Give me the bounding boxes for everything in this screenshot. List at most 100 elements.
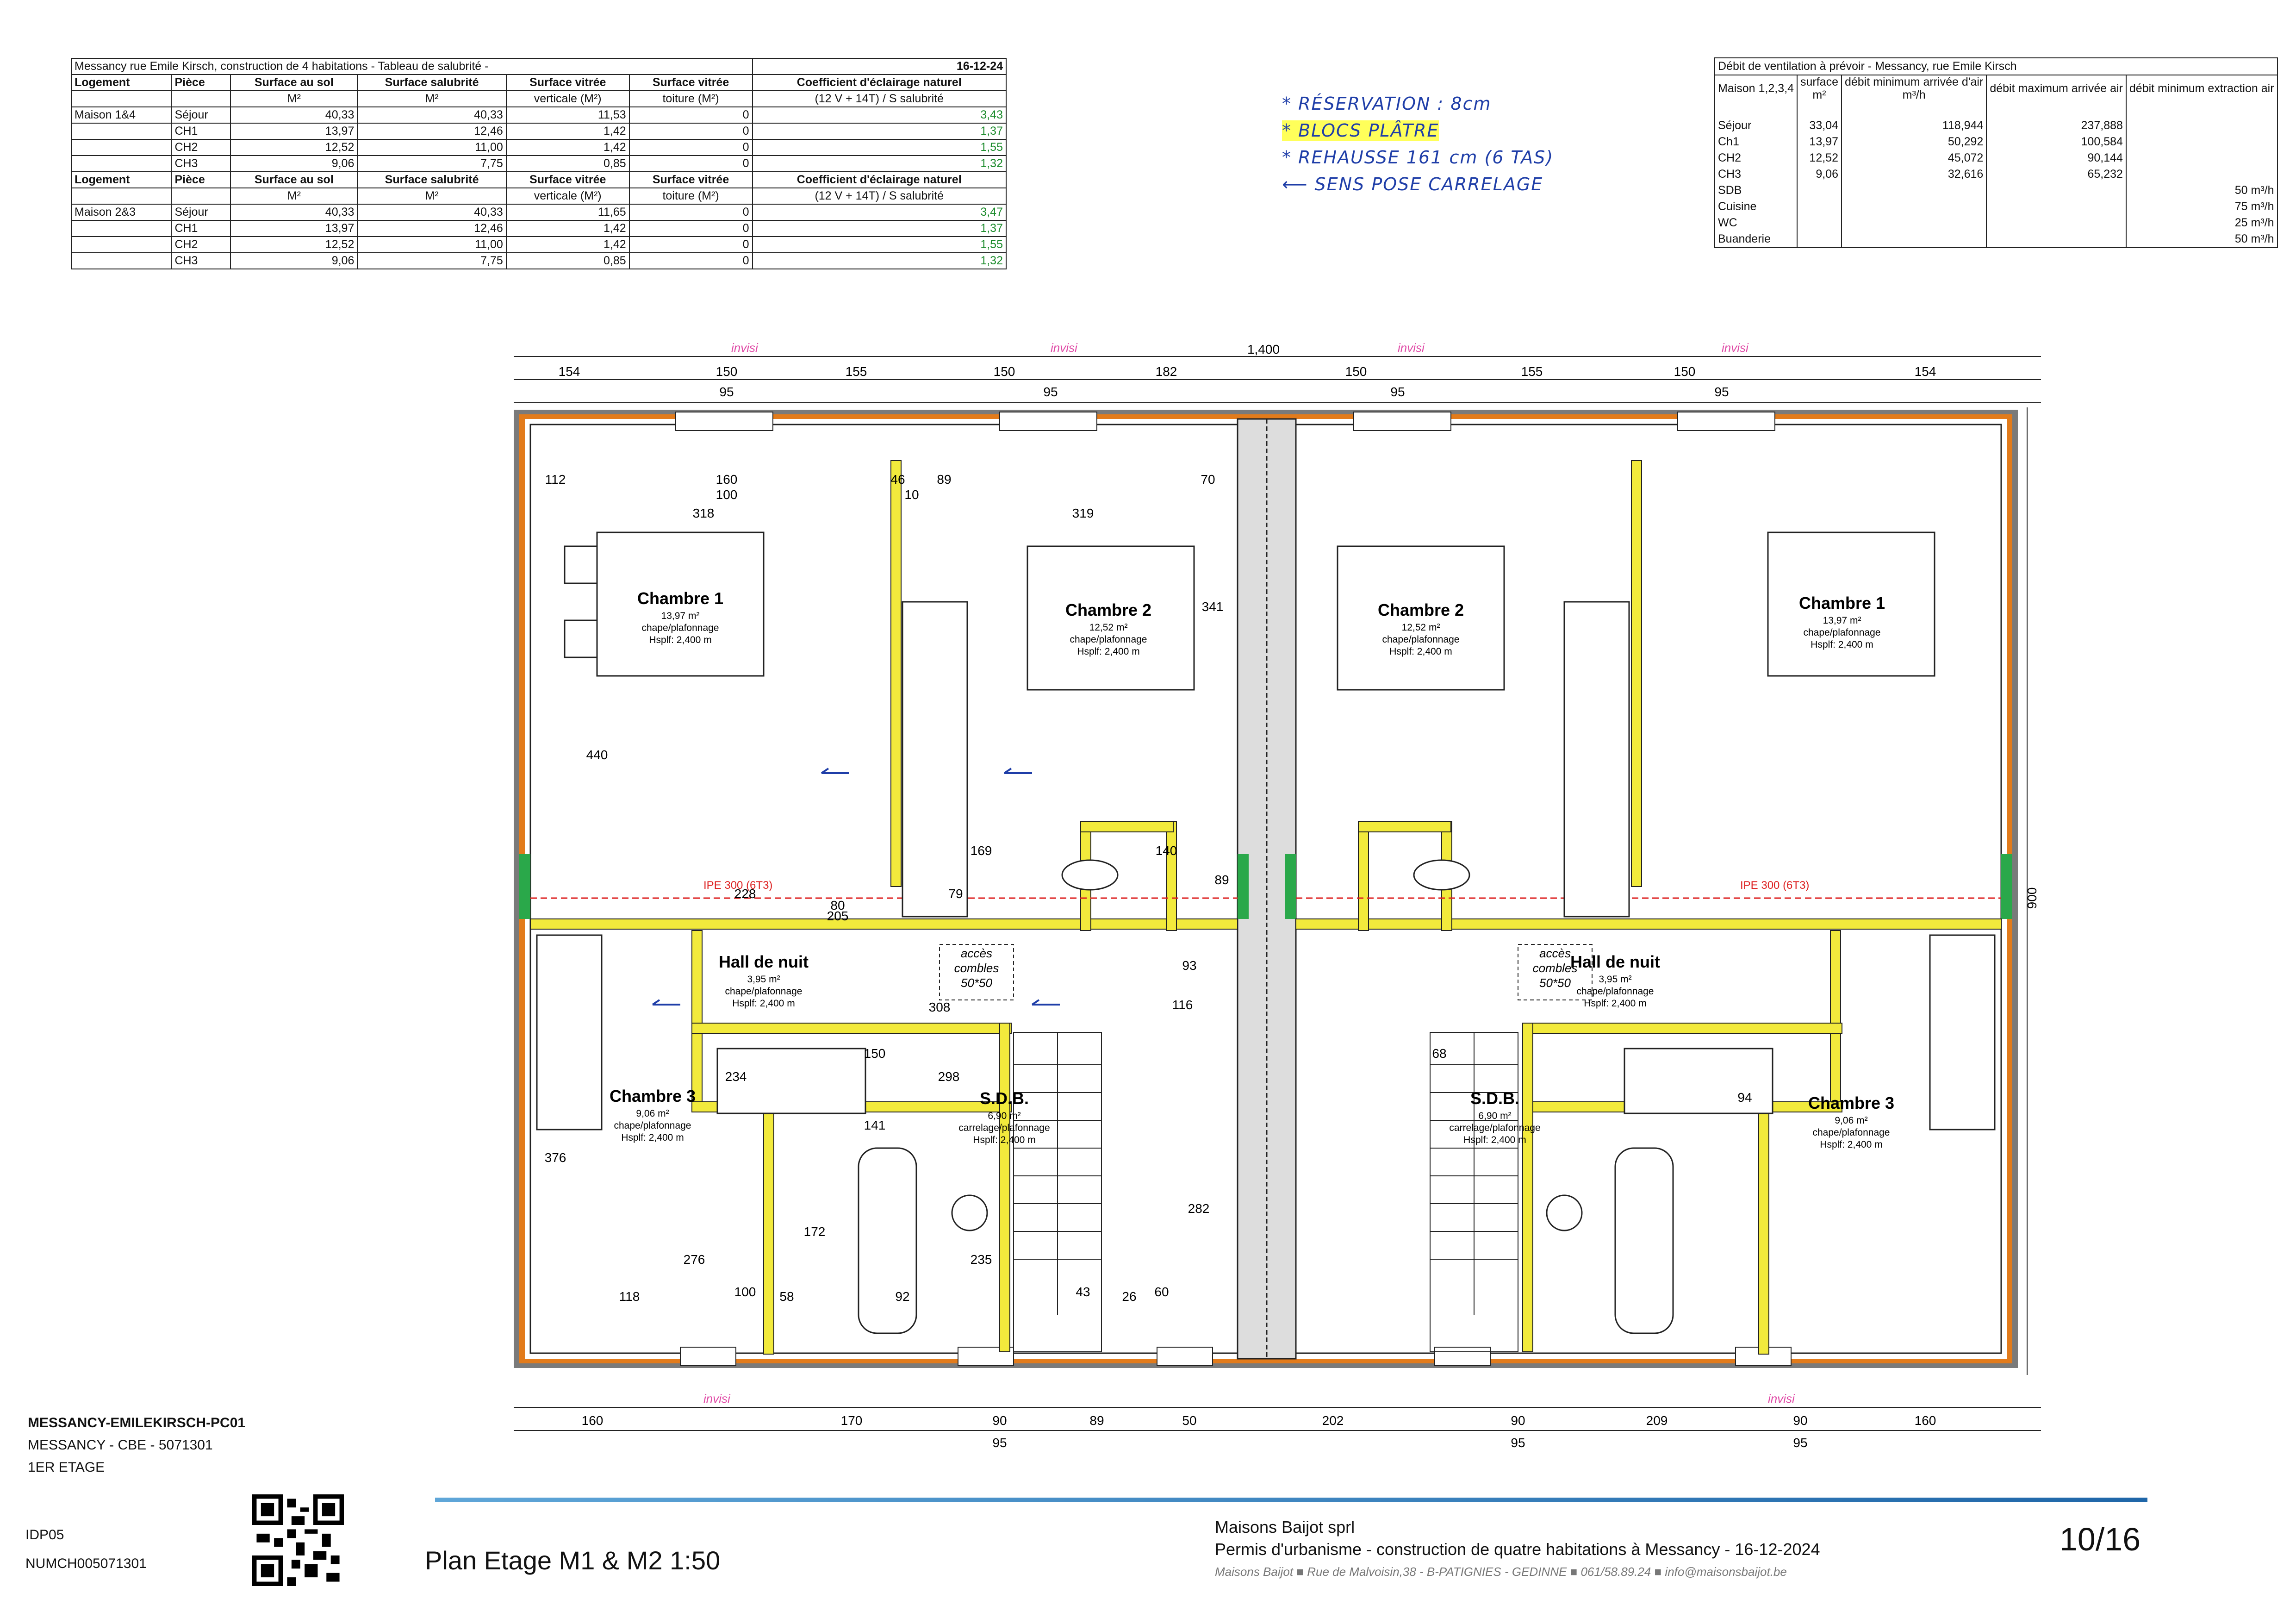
dim-inner: 89 bbox=[937, 472, 951, 487]
ventilation-cell: 100,584 bbox=[1986, 134, 2127, 150]
green-block-left bbox=[519, 854, 530, 919]
salubrity-subheader bbox=[70, 90, 172, 107]
salubrity-cell: 0 bbox=[628, 106, 753, 124]
ventilation-cell bbox=[1841, 215, 1987, 231]
salubrity-cell: 11,00 bbox=[357, 236, 507, 253]
salubrity-header: Pièce bbox=[171, 171, 231, 188]
ventilation-cell bbox=[1986, 231, 2127, 248]
dim-top: 155 bbox=[846, 364, 867, 379]
project-level: 1ER ETAGE bbox=[28, 1460, 105, 1475]
salubrity-cell: CH1 bbox=[171, 220, 231, 237]
dim-inner: 376 bbox=[545, 1150, 566, 1165]
salubrity-cell: CH2 bbox=[171, 236, 231, 253]
ventilation-cell: 50,292 bbox=[1841, 134, 1987, 150]
salubrity-cell: 13,97 bbox=[230, 220, 358, 237]
room-name: Hall de nuit bbox=[719, 952, 809, 971]
attic-label-2-right: combles bbox=[1533, 961, 1578, 975]
wardrobe-ch3-left bbox=[536, 934, 603, 1131]
dim-inner: 205 bbox=[827, 909, 849, 923]
wardrobe-ch3-right bbox=[1929, 934, 1996, 1131]
bathtub-left bbox=[858, 1147, 917, 1334]
bathtub-right bbox=[1614, 1147, 1674, 1334]
partition-hall-right bbox=[1830, 930, 1841, 1105]
tile-arrow bbox=[652, 999, 680, 1006]
salubrity-cell: 3,47 bbox=[752, 204, 1007, 221]
shower-left bbox=[716, 1048, 866, 1114]
window-top-2 bbox=[999, 412, 1097, 431]
dim-bottom: 170 bbox=[841, 1413, 863, 1428]
room-finish: chape/plafonnage bbox=[1382, 634, 1460, 645]
salubrity-logement bbox=[70, 139, 172, 156]
dim-bottom: 50 bbox=[1182, 1413, 1196, 1428]
room-finish: carrelage/plafonnage bbox=[1449, 1123, 1540, 1133]
ipe-label-left: IPE 300 (6T3) bbox=[703, 879, 772, 892]
salubrity-subheader: M² bbox=[230, 187, 358, 205]
room-height: Hsplf: 2,400 m bbox=[1811, 639, 1873, 650]
ventilation-cell: 90,144 bbox=[1986, 150, 2127, 166]
ventilation-cell: 75 m³/h bbox=[2125, 199, 2278, 215]
ventilation-h-ext: débit minimum extraction air bbox=[2125, 75, 2278, 101]
salubrity-header: Surface salubrité bbox=[357, 74, 507, 91]
page-number: 10/16 bbox=[2060, 1521, 2141, 1557]
ventilation-cell: CH3 bbox=[1714, 166, 1798, 182]
partition-closet-right bbox=[1358, 821, 1369, 931]
partition-sdb-right bbox=[1758, 1111, 1769, 1355]
dim-inner: 172 bbox=[804, 1224, 826, 1239]
dim-inner: 26 bbox=[1122, 1289, 1136, 1304]
dim-inner: 68 bbox=[1432, 1046, 1446, 1061]
ventilation-h-max: débit maximum arrivée air bbox=[1986, 75, 2127, 101]
note-reservation: * RÉSERVATION : 8cm bbox=[1282, 94, 1492, 114]
qr-code-icon bbox=[252, 1494, 344, 1586]
ventilation-table: Débit de ventilation à prévoir - Messanc… bbox=[1714, 57, 2278, 248]
window-bottom-1 bbox=[680, 1347, 736, 1366]
room-height: Hsplf: 2,400 m bbox=[1389, 646, 1452, 657]
wardrobe-left bbox=[902, 601, 968, 918]
room-area: 9,06 m² bbox=[636, 1108, 669, 1119]
dim-inner: 100 bbox=[734, 1285, 756, 1299]
salubrity-logement bbox=[70, 123, 172, 140]
ventilation-cell: 32,616 bbox=[1841, 166, 1987, 182]
bed-ch1-left bbox=[596, 531, 765, 677]
window-bottom-3 bbox=[1157, 1347, 1213, 1366]
dim-inner: 228 bbox=[734, 887, 756, 901]
tile-arrow bbox=[821, 768, 849, 774]
washbasin-left bbox=[951, 1194, 988, 1231]
handwritten-notes: * RÉSERVATION : 8cm * BLOCS PLÂTRE * REH… bbox=[1282, 90, 1554, 198]
ventilation-spacer bbox=[2125, 101, 2278, 118]
salubrity-cell: 12,52 bbox=[230, 139, 358, 156]
dim-top: 155 bbox=[1521, 364, 1543, 379]
ventilation-maison: Maison 1,2,3,4 bbox=[1714, 75, 1798, 101]
company-name: Maisons Baijot sprl bbox=[1215, 1518, 1355, 1537]
floor-plan: 1,400 900 900 15415015515018215015515015… bbox=[514, 343, 2041, 1450]
ventilation-cell bbox=[1797, 182, 1842, 199]
ventilation-cell bbox=[1841, 231, 1987, 248]
ventilation-cell bbox=[1797, 215, 1842, 231]
room-height: Hsplf: 2,400 m bbox=[1820, 1139, 1882, 1150]
title-block-project: MESSANCY-EMILEKIRSCH-PC01 MESSANCY - CBE… bbox=[28, 1412, 245, 1479]
room-height: Hsplf: 2,400 m bbox=[973, 1135, 1035, 1145]
partition-hall-left bbox=[691, 930, 703, 1105]
salubrity-cell: 0,85 bbox=[505, 155, 630, 172]
salubrity-header: Coefficient d'éclairage naturel bbox=[752, 74, 1007, 91]
dim-bottom: 89 bbox=[1089, 1413, 1104, 1428]
bed-ch2-right bbox=[1337, 545, 1505, 691]
dim-inner: 150 bbox=[864, 1046, 886, 1061]
salubrity-cell: CH3 bbox=[171, 155, 231, 172]
dim-inner: 141 bbox=[864, 1118, 886, 1132]
sink-right bbox=[1413, 859, 1470, 891]
salubrity-header: Surface vitrée bbox=[505, 74, 630, 91]
salubrity-subheader: toiture (M²) bbox=[628, 187, 753, 205]
partition-sdb-top-left bbox=[691, 1023, 1012, 1034]
doc-code-2: NUMCH005071301 bbox=[25, 1556, 147, 1571]
ventilation-cell bbox=[1986, 215, 2127, 231]
ventilation-title: Débit de ventilation à prévoir - Messanc… bbox=[1714, 57, 2278, 75]
